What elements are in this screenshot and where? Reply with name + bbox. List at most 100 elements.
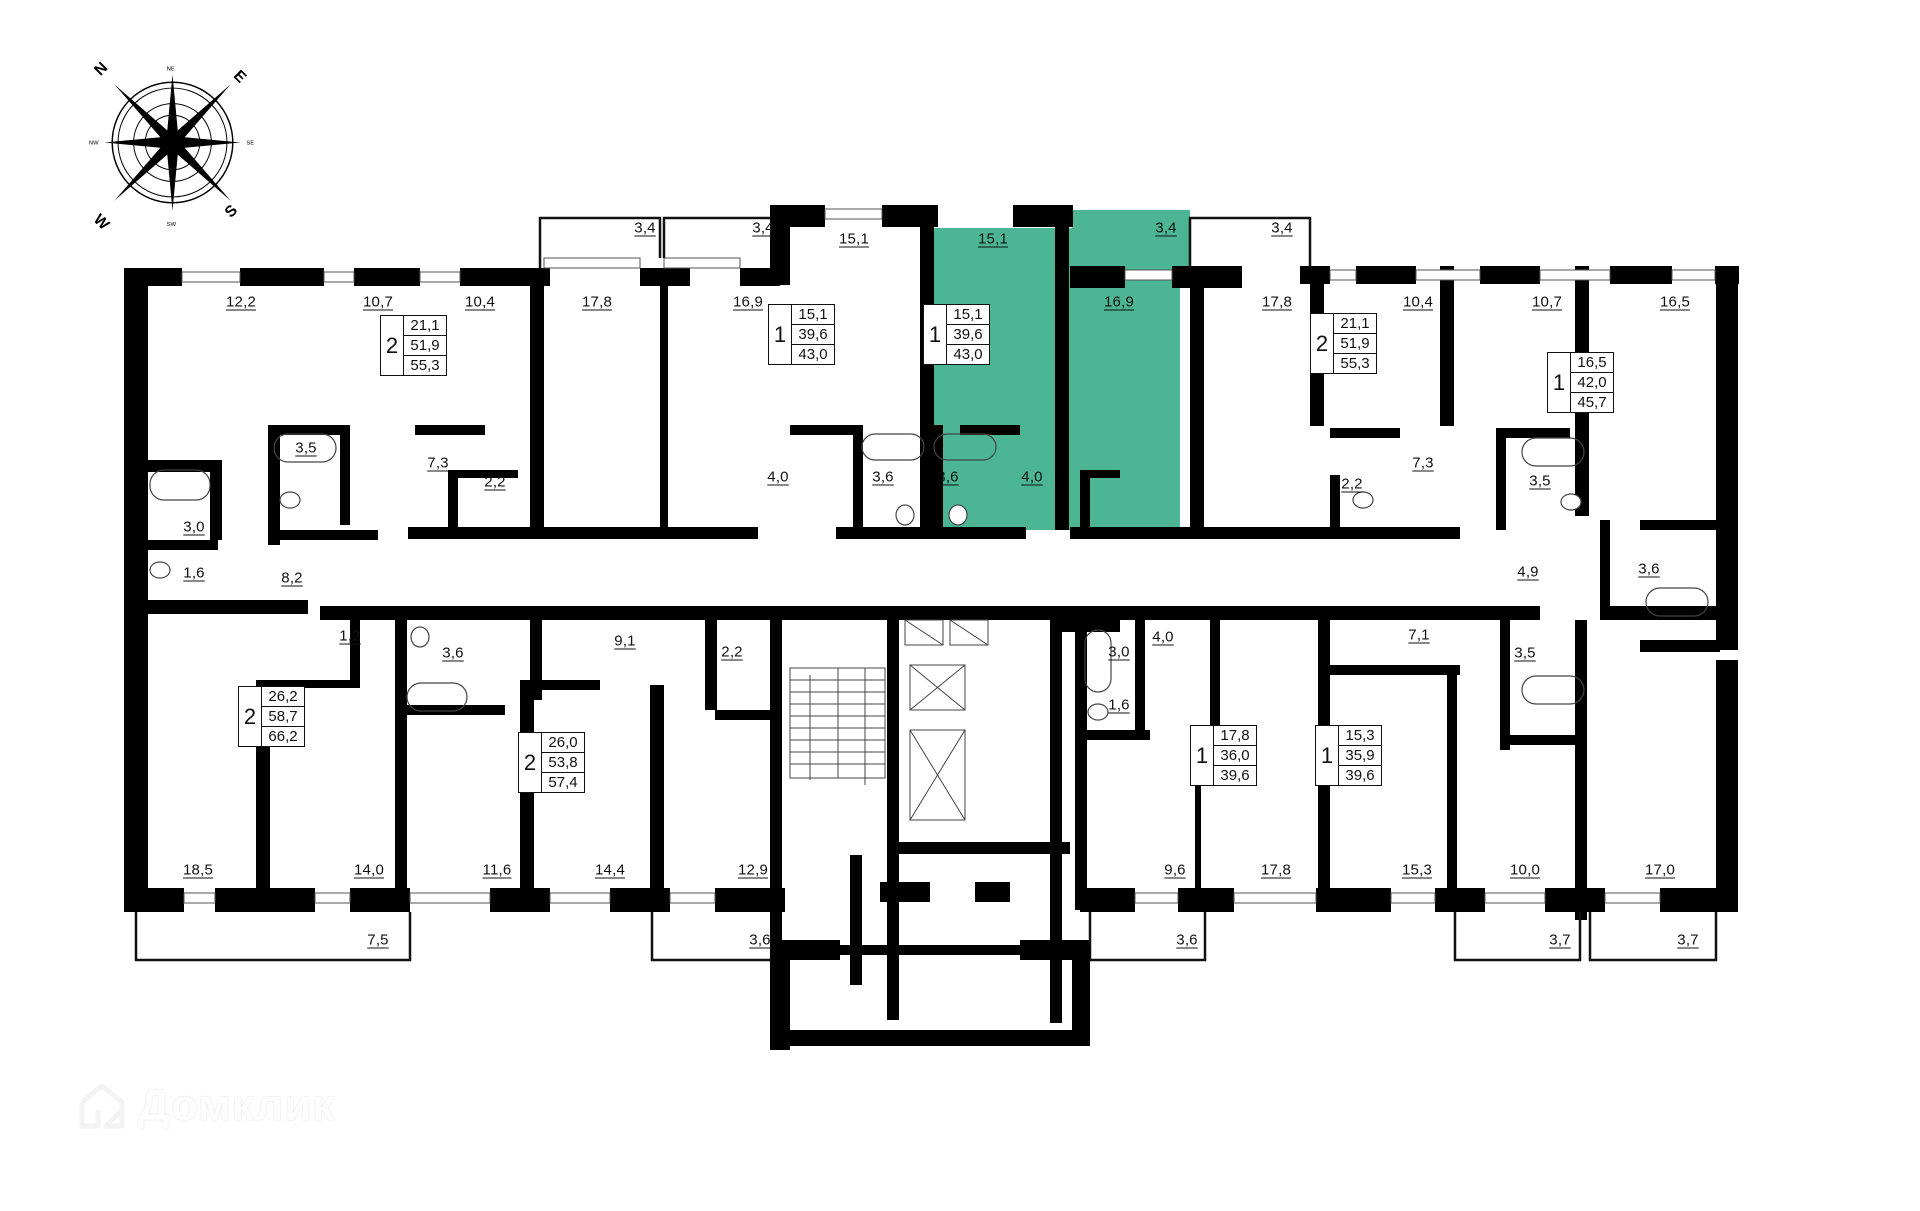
windows bbox=[181, 208, 1716, 904]
room-area-label: 3,6 bbox=[872, 468, 894, 486]
room-area-label: 1,2 bbox=[339, 627, 361, 645]
room-area-label: 15,3 bbox=[1402, 861, 1432, 879]
room-area-label: 15,1 bbox=[839, 230, 869, 248]
elevator-shafts bbox=[904, 619, 989, 821]
room-area-label: 2,2 bbox=[484, 473, 506, 491]
area-total-no-balcony: 58,7 bbox=[262, 707, 304, 727]
area-total-no-balcony: 39,6 bbox=[947, 325, 989, 345]
room-count: 1 bbox=[1191, 726, 1214, 785]
area-total-no-balcony: 51,9 bbox=[1334, 334, 1376, 354]
room-area-label: 1,6 bbox=[1108, 696, 1130, 714]
area-total: 55,3 bbox=[410, 357, 440, 374]
room-area-label: 3,5 bbox=[1514, 644, 1536, 662]
room-area-label: 8,2 bbox=[281, 569, 303, 587]
area-living: 21,1 bbox=[404, 316, 446, 336]
room-area-label: 17,8 bbox=[582, 293, 612, 311]
room-count: 1 bbox=[1316, 726, 1339, 785]
compass-sw-label: SW bbox=[167, 222, 177, 228]
area-total: 39,6 bbox=[1220, 767, 1250, 784]
area-total-no-balcony: 53,8 bbox=[542, 753, 584, 773]
room-area-label: 16,5 bbox=[1660, 293, 1690, 311]
room-area-label: 18,5 bbox=[183, 861, 213, 879]
area-total-no-balcony: 39,6 bbox=[792, 325, 834, 345]
room-count: 2 bbox=[239, 687, 262, 746]
area-living: 21,1 bbox=[1334, 314, 1376, 334]
room-area-label: 4,0 bbox=[1152, 628, 1174, 646]
area-living: 16,5 bbox=[1571, 353, 1613, 373]
stairwell bbox=[789, 667, 886, 785]
room-area-label: 16,9 bbox=[1104, 293, 1134, 311]
room-area-label: 2,2 bbox=[1341, 475, 1363, 493]
room-area-label: 17,0 bbox=[1645, 861, 1675, 879]
room-area-label: 17,8 bbox=[1261, 861, 1291, 879]
room-area-label: 3,4 bbox=[1271, 219, 1293, 237]
compass-ne-label: NE bbox=[167, 67, 175, 73]
room-area-label: 12,9 bbox=[738, 861, 768, 879]
room-area-label: 17,8 bbox=[1262, 293, 1292, 311]
room-area-label: 7,3 bbox=[1412, 454, 1434, 472]
domclick-logo-icon bbox=[79, 1083, 125, 1129]
area-living: 17,8 bbox=[1214, 726, 1256, 746]
room-area-label: 10,7 bbox=[1532, 293, 1562, 311]
room-area-label: 3,0 bbox=[183, 518, 205, 536]
room-area-label: 3,6 bbox=[1176, 931, 1198, 949]
area-total: 43,0 bbox=[798, 346, 828, 363]
compass-rose: N E S W NE SW NW SE bbox=[85, 55, 260, 233]
room-area-label: 10,0 bbox=[1510, 861, 1540, 879]
walls bbox=[124, 205, 1739, 1050]
room-area-label: 3,4 bbox=[1155, 219, 1177, 237]
room-area-label: 2,2 bbox=[721, 643, 743, 661]
room-area-label: 3,7 bbox=[1677, 931, 1699, 949]
toilet-icons bbox=[149, 491, 1582, 721]
room-area-label: 10,4 bbox=[1403, 293, 1433, 311]
room-area-label: 4,0 bbox=[1021, 468, 1043, 486]
room-area-label: 12,2 bbox=[226, 293, 256, 311]
room-area-label: 7,5 bbox=[367, 931, 389, 949]
area-total: 43,0 bbox=[953, 346, 983, 363]
balconies bbox=[134, 216, 1718, 962]
watermark-text: Домклик bbox=[138, 1081, 336, 1130]
room-count: 2 bbox=[519, 733, 542, 792]
room-area-label: 14,4 bbox=[595, 861, 625, 879]
area-living: 15,3 bbox=[1339, 726, 1381, 746]
room-area-label: 10,4 bbox=[465, 293, 495, 311]
room-area-label: 3,6 bbox=[442, 644, 464, 662]
room-count: 2 bbox=[1311, 314, 1334, 373]
compass-west-label: W bbox=[90, 211, 113, 230]
room-area-label: 3,4 bbox=[634, 219, 656, 237]
area-total-no-balcony: 51,9 bbox=[404, 336, 446, 356]
room-area-label: 9,1 bbox=[614, 632, 636, 650]
area-total-no-balcony: 36,0 bbox=[1214, 746, 1256, 766]
room-area-label: 4,9 bbox=[1517, 563, 1539, 581]
room-count: 2 bbox=[381, 316, 404, 375]
area-total-no-balcony: 35,9 bbox=[1339, 746, 1381, 766]
room-area-label: 3,6 bbox=[937, 468, 959, 486]
room-area-label: 3,0 bbox=[1108, 643, 1130, 661]
room-area-label: 9,6 bbox=[1164, 861, 1186, 879]
lobby-box bbox=[775, 945, 1090, 1045]
room-count: 1 bbox=[769, 305, 792, 364]
room-area-label: 3,6 bbox=[749, 931, 771, 949]
room-area-label: 7,1 bbox=[1408, 626, 1430, 644]
room-area-label: 3,5 bbox=[1529, 472, 1551, 490]
room-area-label: 3,5 bbox=[295, 439, 317, 457]
area-living: 15,1 bbox=[947, 305, 989, 325]
area-total: 55,3 bbox=[1340, 355, 1370, 372]
room-area-label: 15,1 bbox=[978, 230, 1008, 248]
room-area-label: 10,7 bbox=[363, 293, 393, 311]
compass-east-label: E bbox=[230, 67, 249, 86]
area-total: 45,7 bbox=[1577, 394, 1607, 411]
room-area-label: 3,4 bbox=[752, 219, 774, 237]
compass-icon: N E S W NE SW NW SE bbox=[89, 59, 254, 233]
room-area-label: 3,6 bbox=[1638, 560, 1660, 578]
